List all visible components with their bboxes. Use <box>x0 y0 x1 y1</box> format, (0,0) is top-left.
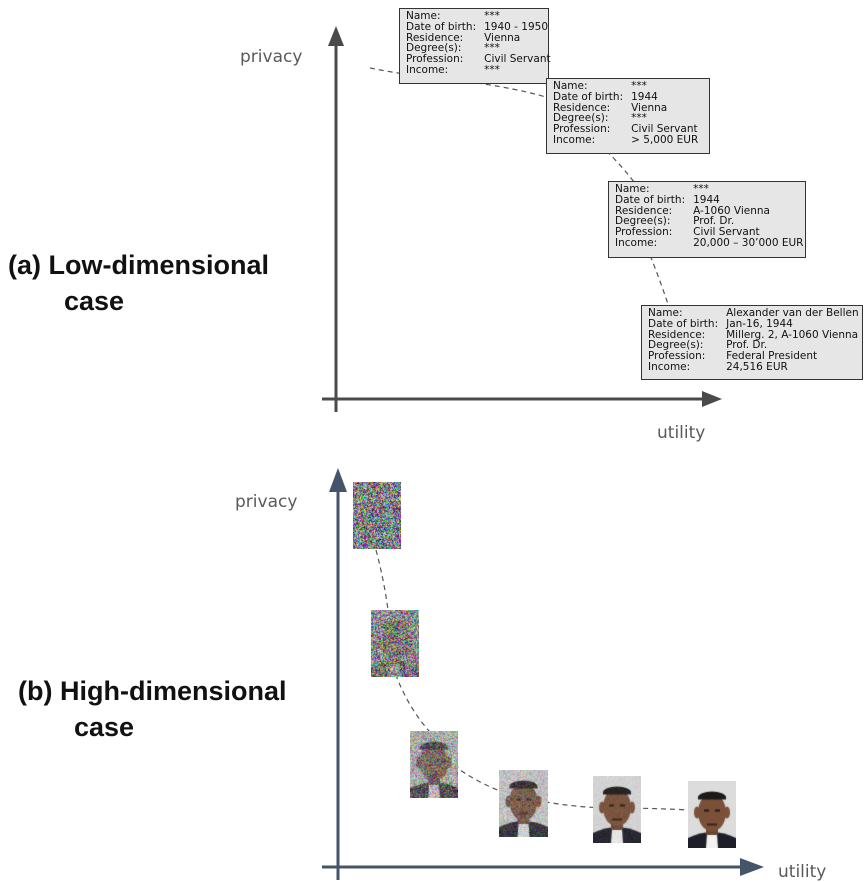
field-key: Income: <box>648 360 691 373</box>
field-key: Residence: <box>406 31 464 44</box>
field-key: Degree(s): <box>648 339 704 352</box>
field-value: Prof. Dr. <box>693 215 735 228</box>
field-key: Date of birth: <box>648 317 719 330</box>
field-key: Profession: <box>406 53 464 66</box>
field-key: Name: <box>648 307 683 319</box>
field-value: *** <box>484 42 500 55</box>
thumb-canvas <box>593 776 641 843</box>
field-value: Millerg. 2, A-1060 Vienna <box>726 328 859 341</box>
field-value: 1944 <box>693 193 720 206</box>
panel-b-case-line2: case <box>74 712 135 742</box>
field-value: Prof. Dr. <box>726 339 768 352</box>
face-image <box>593 776 641 843</box>
field-value: Alexander van der Bellen <box>726 307 859 319</box>
panel-a-x-arrowhead <box>702 391 722 407</box>
field-value: *** <box>631 112 647 125</box>
panel-a-y-label: privacy <box>240 47 303 67</box>
field-value: Vienna <box>631 101 668 114</box>
thumb-canvas <box>353 482 401 549</box>
panel-a-x-label: utility <box>657 423 706 443</box>
field-value: A-1060 Vienna <box>693 204 770 217</box>
field-value: 24,516 EUR <box>726 360 788 373</box>
field-value: *** <box>631 80 647 92</box>
field-key: Profession: <box>615 226 673 239</box>
field-value: > 5,000 EUR <box>631 133 699 146</box>
field-key: Degree(s): <box>553 112 609 125</box>
field-key: Name: <box>615 183 650 195</box>
panel-b-y-label: privacy <box>235 492 298 512</box>
field-value: Federal President <box>726 350 818 363</box>
field-key: Income: <box>553 133 596 146</box>
panel-a-tradeoff-curve <box>369 67 671 311</box>
field-key: Date of birth: <box>406 20 477 33</box>
field-key: Income: <box>615 236 658 249</box>
record-table: Name: *** Date of birth: 1944 Residence: A-… <box>615 184 803 249</box>
thumb-canvas <box>371 610 419 677</box>
field-key: Degree(s): <box>615 215 671 228</box>
field-key: Residence: <box>648 328 706 341</box>
panel-b-case-label: (b) High-dimensional case <box>18 673 286 745</box>
record-table: Name: *** Date of birth: 1944 Residence: Vi… <box>553 81 698 146</box>
field-value: 1940 - 1950 <box>484 20 549 33</box>
field-value: 20,000 – 30’000 EUR <box>693 236 804 249</box>
field-key: Profession: <box>648 350 706 363</box>
noise-image <box>353 482 401 549</box>
panel-b-y-arrowhead <box>329 468 347 492</box>
field-key: Income: <box>406 63 449 76</box>
field-value: 1944 <box>631 90 658 103</box>
record-card: Name: Alexander van der Bellen Date of bi… <box>641 305 863 380</box>
field-value: Jan-16, 1944 <box>726 317 793 330</box>
face-image <box>688 781 736 848</box>
field-key: Profession: <box>553 123 611 136</box>
field-key: Name: <box>553 80 588 92</box>
field-value: Vienna <box>484 31 521 44</box>
face-image <box>499 770 548 837</box>
thumb-canvas <box>688 781 736 848</box>
panel-b-x-label: utility <box>778 862 827 882</box>
panel-a-case-line1: (a) Low-dimensional <box>8 250 270 280</box>
panel-b-case-line1: (b) High-dimensional <box>18 676 287 706</box>
record-card: Name: *** Date of birth: 1944 Residence: A-… <box>608 181 806 258</box>
field-value: *** <box>693 183 709 195</box>
field-value: Civil Servant <box>484 53 551 66</box>
field-key: Residence: <box>553 101 611 114</box>
thumb-canvas <box>410 731 458 798</box>
field-key: Date of birth: <box>553 90 624 103</box>
panel-a-case-label: (a) Low-dimensional case <box>8 247 269 319</box>
field-value: *** <box>484 10 500 22</box>
field-value: Civil Servant <box>631 123 698 136</box>
field-key: Residence: <box>615 204 673 217</box>
record-card: Name: *** Date of birth: 1944 Residence: Vi… <box>546 78 710 154</box>
field-value: *** <box>484 63 500 76</box>
thumb-canvas <box>499 770 548 837</box>
record-table: Name: Alexander van der Bellen Date of bi… <box>648 308 859 373</box>
noisy-face-image <box>410 731 458 798</box>
panel-a-case-line2: case <box>64 286 125 316</box>
record-table: Name: *** Date of birth: 1940 - 1950 Resid… <box>406 11 551 76</box>
field-key: Name: <box>406 10 441 22</box>
panel-a-y-arrowhead <box>328 26 344 46</box>
field-key: Degree(s): <box>406 42 462 55</box>
noisy-face-image <box>371 610 419 677</box>
panel-b-x-arrowhead <box>740 858 764 876</box>
field-value: Civil Servant <box>693 226 760 239</box>
field-key: Date of birth: <box>615 193 686 206</box>
record-card: Name: *** Date of birth: 1940 - 1950 Resid… <box>399 8 551 84</box>
